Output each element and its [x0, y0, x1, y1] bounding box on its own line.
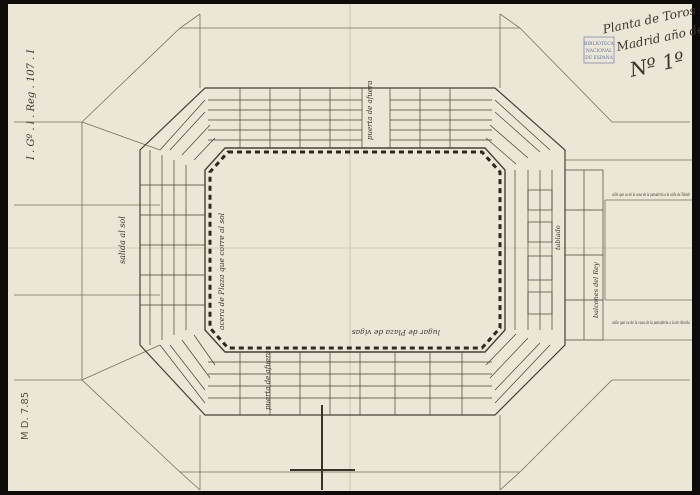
label-inner-bottom: lugar de Plaza de vigas	[352, 328, 440, 337]
arena-outline	[204, 147, 506, 353]
stamp-line2: NACIONAL	[586, 48, 612, 54]
shelf-mark: M D. 7.85	[20, 392, 31, 440]
cross-mark	[290, 405, 355, 490]
label-gate-top: puerta de afuera	[366, 81, 374, 140]
arena-barrier	[208, 150, 502, 350]
stands-corners	[159, 99, 551, 404]
stands-right	[514, 169, 604, 341]
stamp-line3: DE ESPAÑA	[585, 53, 613, 61]
stands-top	[208, 88, 492, 148]
label-right-street-bottom: calle que va de la casa de la panaderia …	[612, 320, 690, 326]
stands-left	[140, 150, 205, 345]
label-side-right-b: balcones del Rey	[592, 262, 600, 318]
label-right-street-top: calle que va de la casa de la panaderia …	[612, 192, 690, 198]
construction-lines	[14, 13, 690, 491]
stamp-line1: BIBLIOTECA	[584, 41, 615, 47]
label-inner-left: acera de Plaza que corre al sol	[217, 212, 226, 330]
right-street	[565, 159, 692, 341]
margin-reference: I . Gº . l . Reg . 107 . I	[26, 49, 37, 161]
label-side-left: salida al sol	[118, 216, 127, 264]
label-side-right-a: tablado	[554, 225, 562, 250]
library-stamp: BIBLIOTECA NACIONAL DE ESPAÑA	[583, 36, 615, 64]
label-gate-bottom: puerta de afuera	[264, 351, 272, 410]
stands-bottom	[208, 352, 492, 415]
